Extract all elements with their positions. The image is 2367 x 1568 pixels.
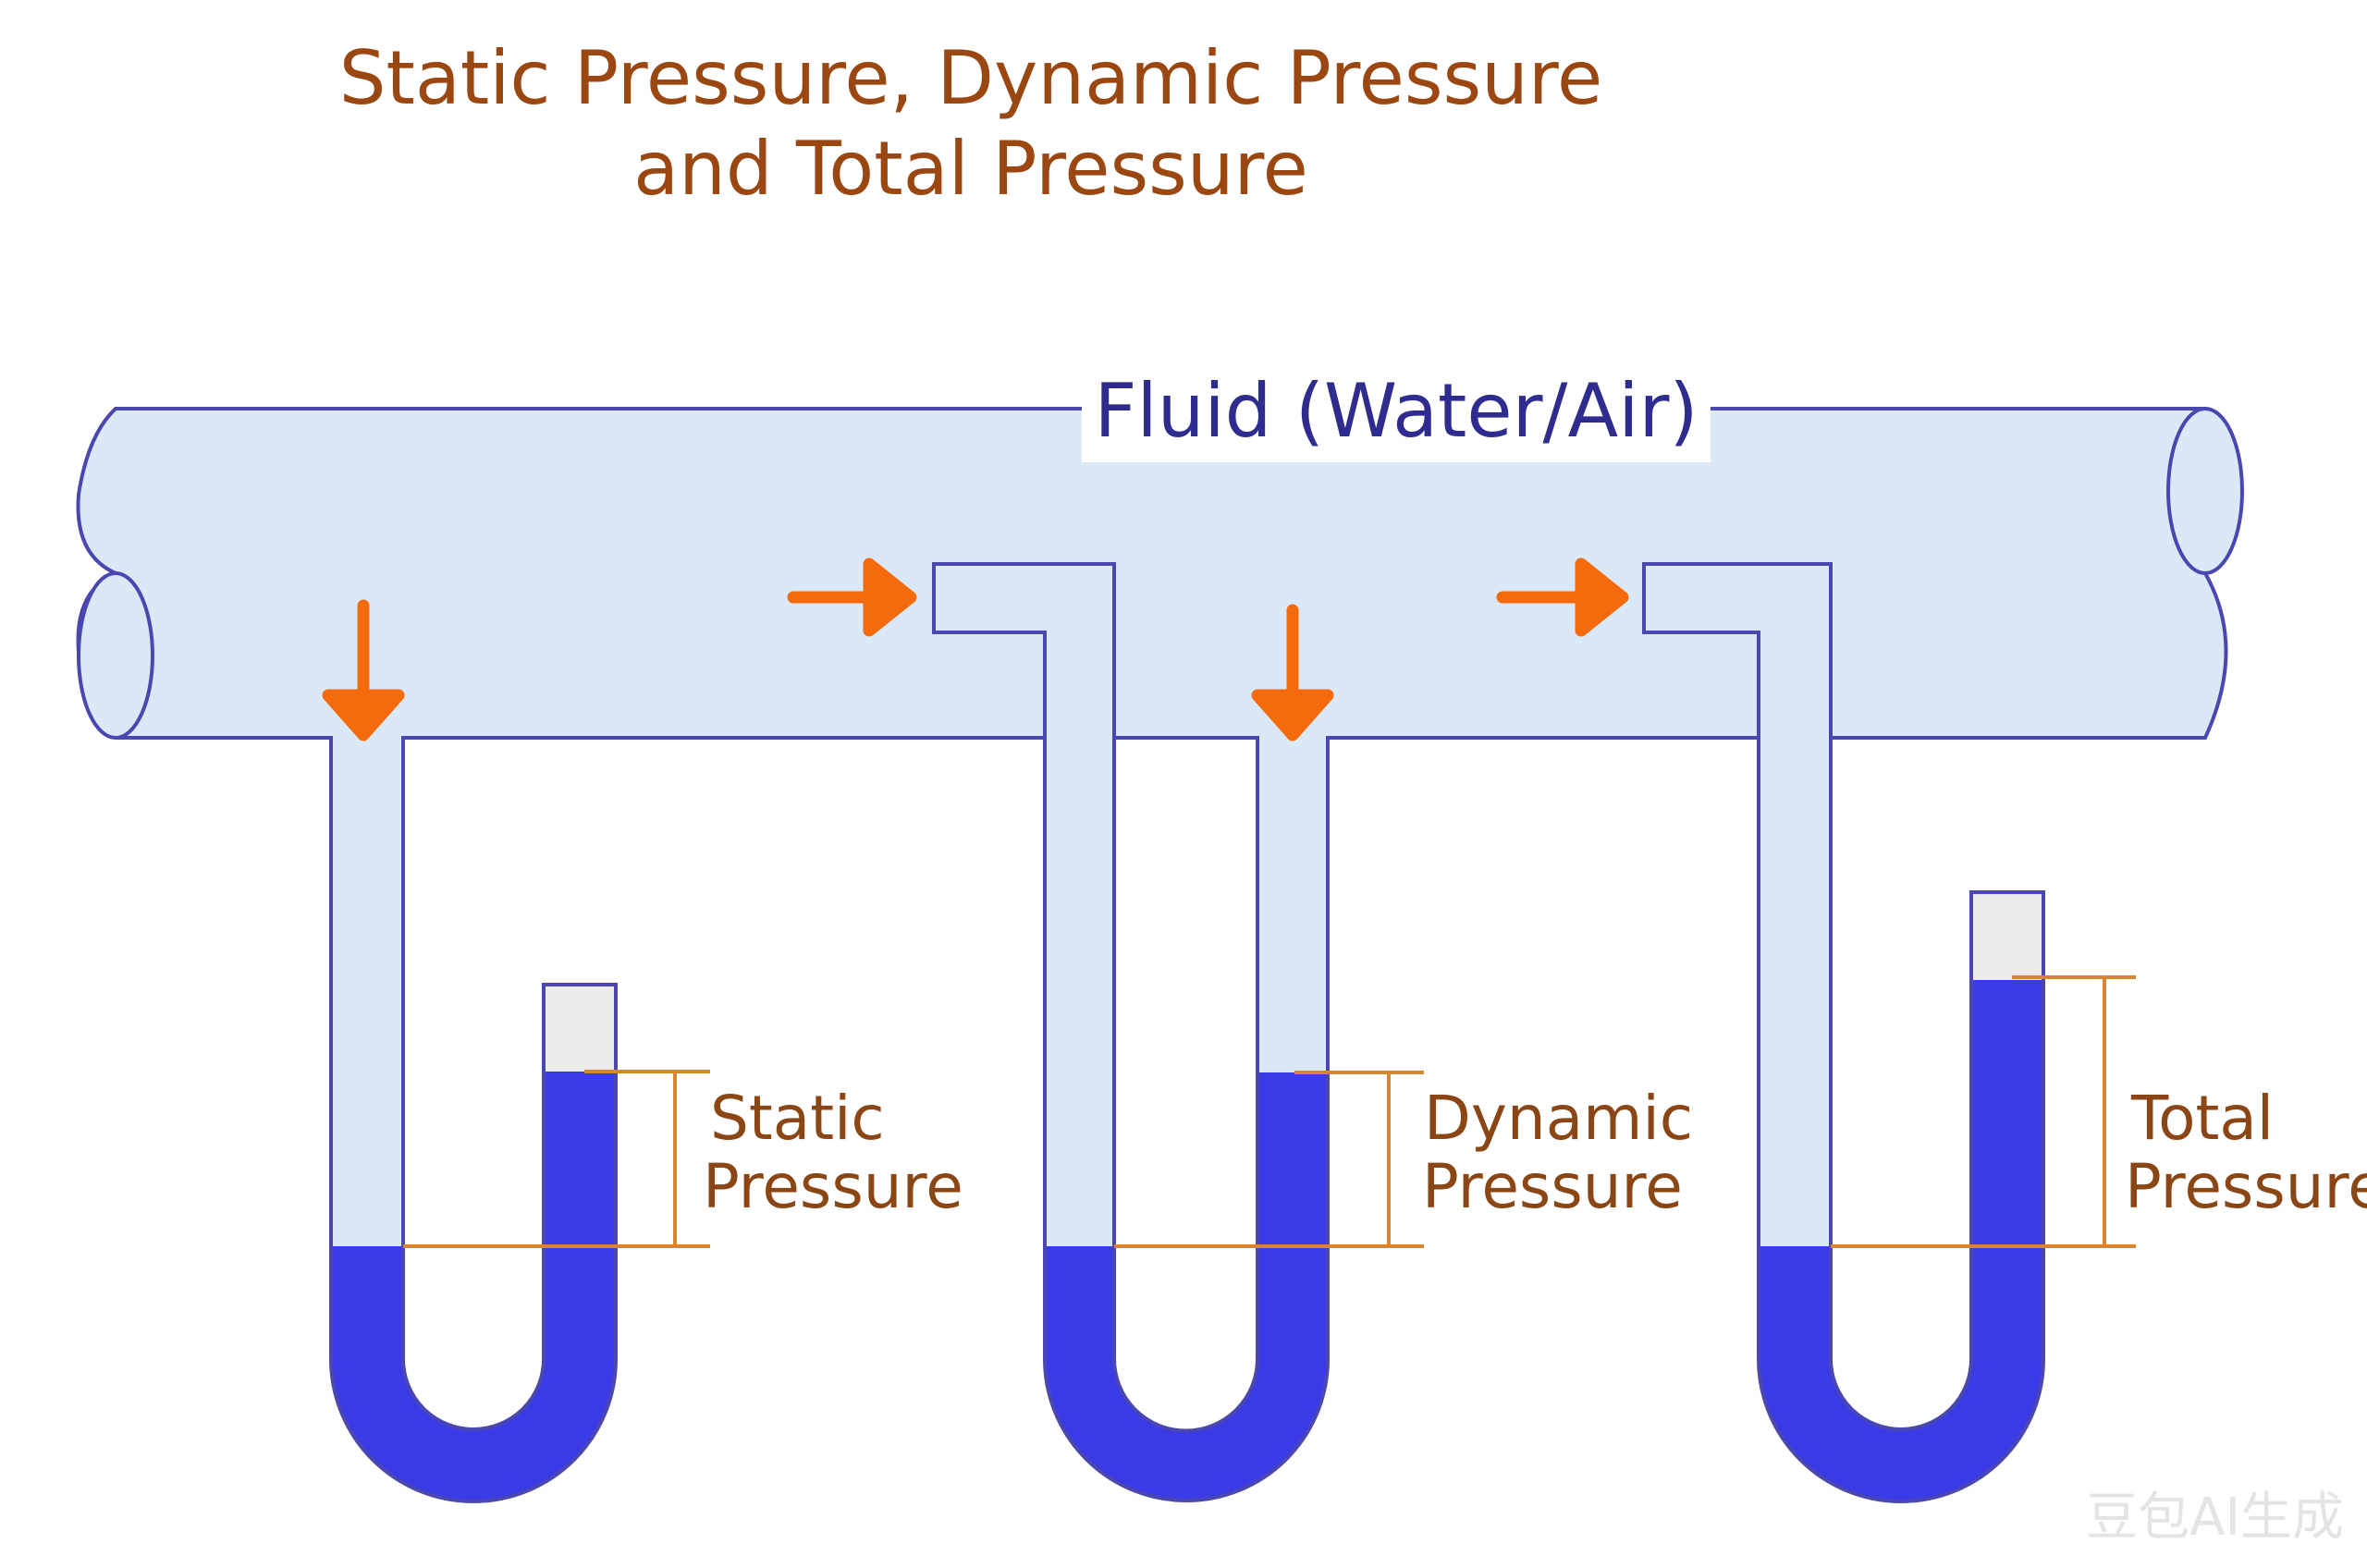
fluid-label: Fluid (Water/Air) [1094,368,1698,454]
arrow-down-icon [1251,604,1334,741]
total-pressure-bracket [1831,975,2136,1248]
static-pressure-label-line-1: Static [710,1083,885,1154]
dynamic-pressure-bracket [1114,1071,1424,1248]
watermark: 豆包AI生成 [2086,1488,2344,1548]
total-pressure-label-line-1: Total [2130,1083,2274,1154]
arrow-right-icon [787,557,917,637]
dynamic-pressure-label-line-2: Pressure [1422,1151,1683,1222]
title-line-1: Static Pressure, Dynamic Pressure [339,35,1602,121]
arrow-down-icon [322,599,405,741]
title-line-2: and Total Pressure [633,126,1308,212]
static-manometer [329,736,618,1503]
pipe-right-end [2166,407,2244,575]
pipe-left-end [77,571,154,740]
total-manometer [1642,562,2045,1503]
dynamic-manometer [932,562,1330,1502]
static-pressure-bracket [403,1070,710,1248]
fluid-pipe [76,407,2244,740]
dynamic-pressure-label-line-1: Dynamic [1424,1083,1693,1154]
static-pressure-label-line-2: Pressure [703,1151,963,1222]
arrow-right-icon [1496,557,1629,637]
total-pressure-label-line-2: Pressure [2125,1151,2367,1222]
